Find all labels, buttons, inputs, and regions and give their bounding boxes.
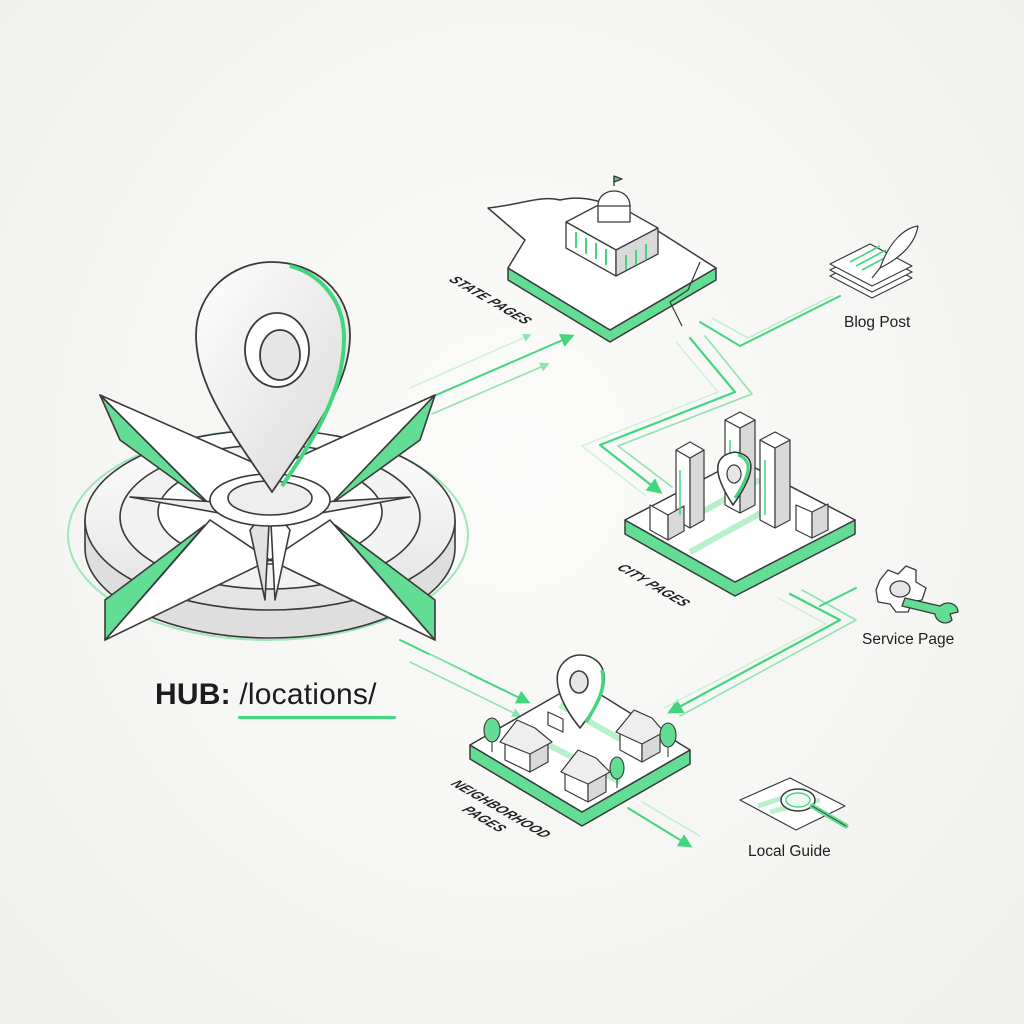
state-to-city-road <box>581 335 753 497</box>
map-pin-icon <box>195 261 351 493</box>
document-stack-icon <box>829 243 913 299</box>
wrench-icon <box>901 597 959 624</box>
neighborhood-pin-icon <box>556 654 606 729</box>
local-guide-label: Local Guide <box>748 843 831 860</box>
city-to-neighborhood-road <box>663 587 857 717</box>
hub-title-path: /locations/ <box>239 678 377 711</box>
quill-icon <box>871 225 919 279</box>
capitol-building-icon <box>565 175 659 277</box>
hub-to-state-connectors <box>409 333 575 415</box>
state-to-blog-connector <box>699 295 841 348</box>
neighborhood-to-guide-connector <box>627 801 701 848</box>
service-page-label: Service Page <box>862 631 955 648</box>
hub-title: HUB: /locations/ <box>155 678 377 712</box>
skyscraper-icon <box>649 411 829 541</box>
magnifier-icon <box>780 788 849 829</box>
blog-post-label: Blog Post <box>844 314 911 331</box>
hub-title-prefix: HUB: <box>155 678 231 711</box>
house-icon <box>499 709 665 803</box>
tree-icon <box>483 717 677 788</box>
hub-to-neighborhood-connectors <box>399 639 531 717</box>
hub-path-underline <box>238 716 396 719</box>
compass-hub-icon <box>67 394 469 641</box>
